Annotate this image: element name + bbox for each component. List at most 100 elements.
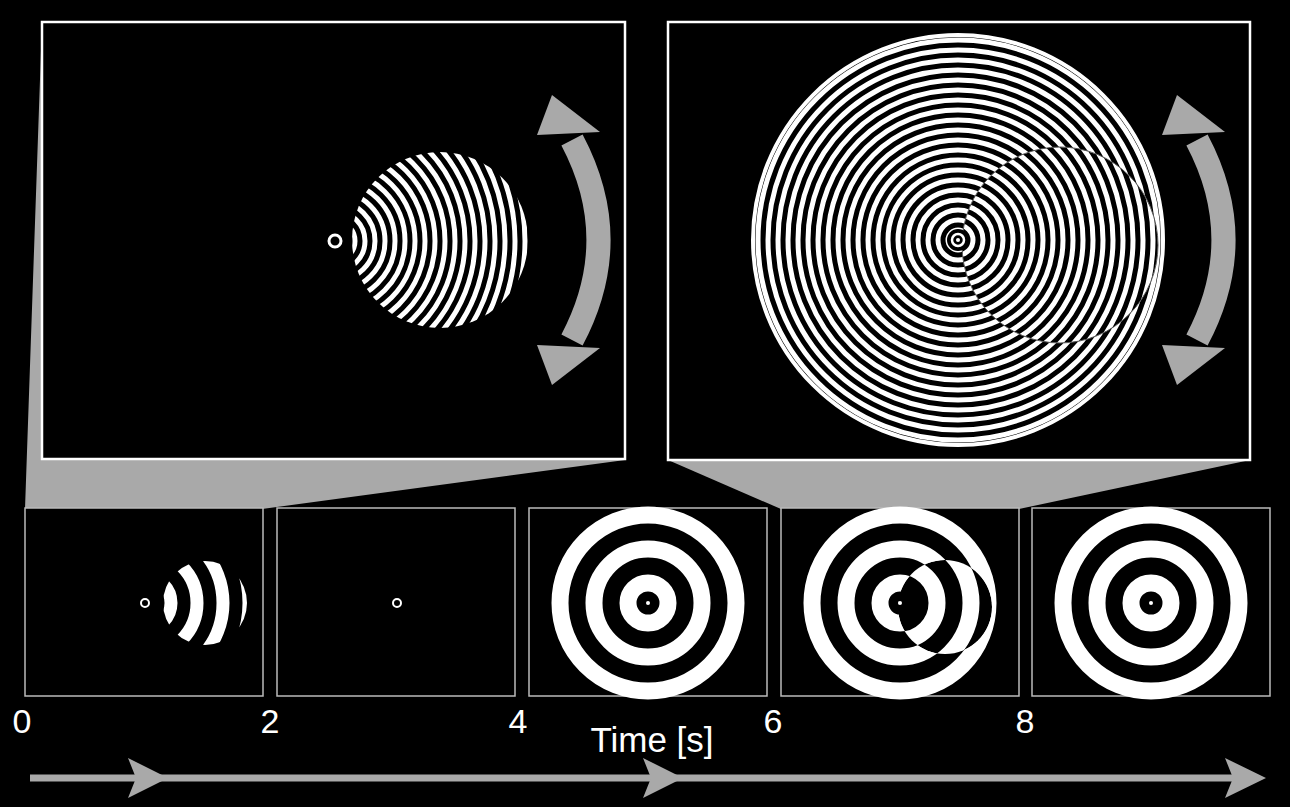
time-arrow-head <box>128 758 168 798</box>
stripe-ring <box>285 191 385 291</box>
arrow-arc <box>1197 140 1224 340</box>
stripe-ring <box>145 51 525 431</box>
arrow-head <box>1162 95 1225 135</box>
time-tick: 8 <box>1016 704 1035 738</box>
stripe-ring <box>155 61 515 421</box>
stripe-ring <box>863 145 1053 335</box>
stripe-ring <box>893 175 1023 305</box>
arrow-head <box>537 95 600 135</box>
stripe-ring <box>795 498 1005 708</box>
stripe-ring <box>753 35 1163 445</box>
stimulus-panel <box>668 22 1250 460</box>
stripe-ring <box>1097 549 1205 657</box>
stripe-ring <box>215 121 455 361</box>
grating-border <box>753 35 1163 445</box>
stripe-ring <box>135 41 535 441</box>
stripe-ring <box>763 45 1153 435</box>
rotation-arrow <box>1162 95 1225 385</box>
stimulus-panel <box>1032 508 1270 696</box>
stripe-ring <box>295 201 375 281</box>
stripe-ring <box>265 171 405 311</box>
stripe-ring <box>948 230 968 250</box>
grating-full <box>560 515 736 691</box>
zoom-wedge <box>668 460 1250 509</box>
arrow-head <box>537 345 600 385</box>
stripe-ring <box>1063 515 1239 691</box>
stripe-ring <box>185 91 485 391</box>
stripe-ring <box>628 583 668 623</box>
stripe-ring <box>305 211 365 271</box>
arrow-arc <box>572 140 599 340</box>
stripe-ring <box>808 90 1108 390</box>
stripe-ring <box>833 115 1083 365</box>
stripe-ring <box>829 532 971 674</box>
stripe-ring <box>175 81 495 401</box>
fixation-ring <box>141 599 149 607</box>
stripe-ring <box>803 85 1113 395</box>
stripe-ring <box>225 131 445 351</box>
time-tick: 4 <box>509 704 528 738</box>
stripe-ring <box>813 95 1103 385</box>
fixation-dot <box>1149 601 1153 605</box>
time-tick: 0 <box>13 704 32 738</box>
stripe-ring <box>863 566 937 640</box>
stripe-ring <box>768 50 1148 430</box>
stimulus-panel <box>25 508 263 696</box>
stripe-ring <box>315 221 355 261</box>
stripe-ring <box>205 111 465 371</box>
stripe-ring <box>255 161 415 321</box>
stripe-ring <box>325 231 345 251</box>
stripe-ring <box>843 125 1073 355</box>
fixation-ground <box>947 229 969 251</box>
stripe-ring <box>913 195 1003 285</box>
grating-full <box>758 40 1158 440</box>
grating-patch <box>125 31 545 451</box>
grating-patch <box>753 35 1163 445</box>
stripe-ring <box>903 185 1013 295</box>
stripe-ring <box>560 515 736 691</box>
stripe-ring <box>235 141 435 341</box>
fixation-dot <box>956 238 960 242</box>
stripe-ring <box>933 215 983 265</box>
time-arrow-head <box>1225 758 1266 798</box>
time-tick: 2 <box>261 704 280 738</box>
stripe-ring <box>793 75 1123 405</box>
stripe-ring <box>93 551 197 655</box>
stripe-ring <box>1131 583 1171 623</box>
stripe-ring <box>783 65 1133 415</box>
stripe-ring <box>119 577 171 629</box>
fixation-dot <box>898 601 902 605</box>
time-tick: 6 <box>764 704 783 738</box>
stripe-ring <box>773 55 1143 425</box>
arrow-head <box>1162 345 1225 385</box>
stripe-ring <box>873 155 1043 325</box>
fixation-dot <box>898 601 902 605</box>
grating-patch <box>795 498 1005 708</box>
stimulus-panel <box>277 508 515 696</box>
grating-full <box>1063 515 1239 691</box>
stripe-ring <box>67 525 223 681</box>
fixation-ring <box>952 234 964 246</box>
time-arrow-head <box>643 758 683 798</box>
stripe-ring <box>125 31 545 451</box>
stimulus-panel <box>42 22 625 459</box>
stripe-ring <box>245 151 425 331</box>
stimulus-panel <box>781 508 1019 696</box>
stripe-ring <box>853 135 1063 345</box>
stripe-ring <box>778 60 1138 420</box>
zoom-wedge <box>25 22 625 509</box>
stripe-ring <box>758 40 1158 440</box>
axis-title: Time [s] <box>590 722 713 757</box>
rotation-arrow <box>537 95 600 385</box>
fixation-dot <box>646 601 650 605</box>
stripe-ring <box>943 225 973 255</box>
stripe-ring <box>15 473 275 733</box>
fixation-ring <box>329 235 341 247</box>
time-axis <box>30 775 1240 782</box>
stripe-ring <box>275 181 395 301</box>
fixation-ring <box>393 599 401 607</box>
stripe-ring <box>823 105 1093 375</box>
